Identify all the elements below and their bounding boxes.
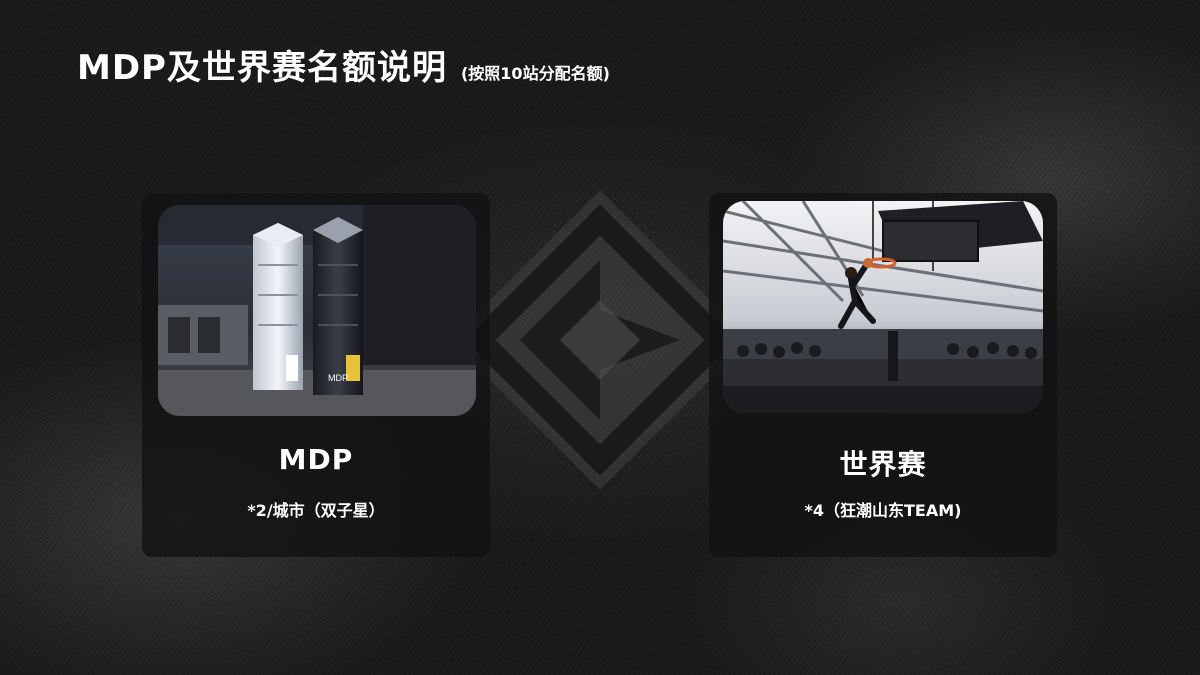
header: MDP及世界赛名额说明 (按照10站分配名额) [77,40,610,89]
worlds-card-note: *4（狂潮山东TEAM) [804,501,962,520]
worlds-dunk-photo [723,201,1043,413]
page-subtitle: (按照10站分配名额) [460,64,610,83]
brand-logo-watermark [450,190,750,490]
mdp-card-label: MDP [278,443,354,476]
worlds-card-label: 世界赛 [839,448,927,481]
worlds-card: 世界赛 *4（狂潮山东TEAM) [709,193,1057,557]
mdp-trophy-photo: MDP [158,205,476,416]
mdp-card-note: *2/城市（双子星） [247,501,385,520]
mdp-card: MDP MDP *2/城市（双子星） [142,193,490,557]
page-title: MDP及世界赛名额说明 [77,48,447,88]
trophy-brand-label: MDP [328,373,348,383]
